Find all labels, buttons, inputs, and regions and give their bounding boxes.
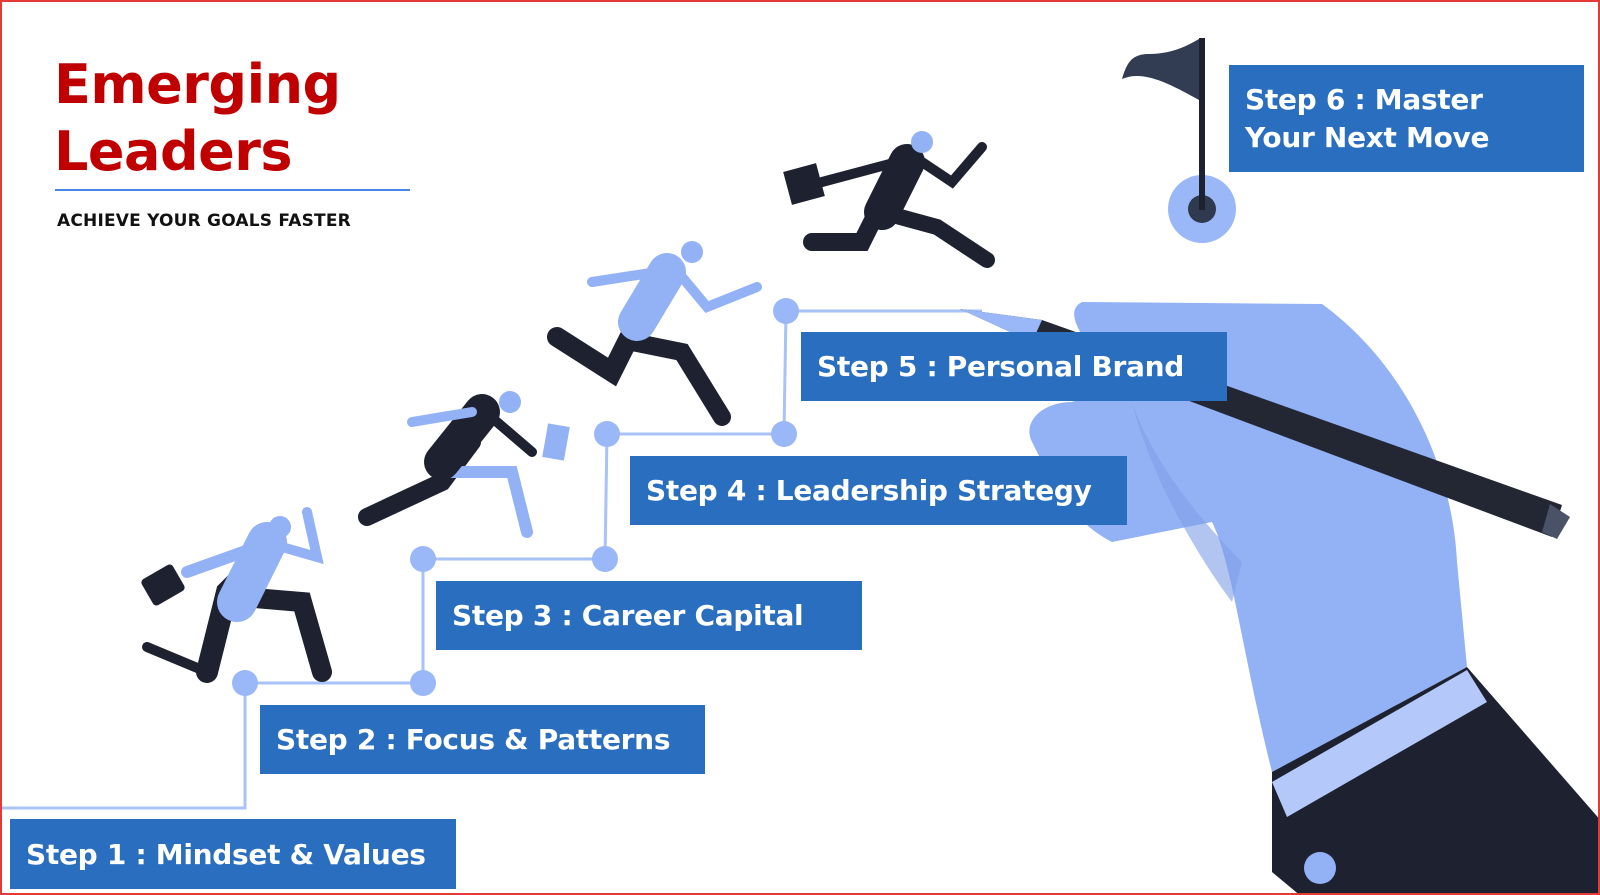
path-node (410, 670, 436, 696)
step-6-line-1: Step 6 : Master (1245, 82, 1483, 116)
flag-icon (1122, 38, 1236, 243)
path-node (232, 670, 258, 696)
step-3-box: Step 3 : Career Capital (436, 581, 862, 650)
tagline: ACHIEVE YOUR GOALS FASTER (57, 211, 351, 231)
title-line-1: Emerging (54, 53, 341, 116)
title-line-2: Leaders (54, 120, 293, 183)
runner-4 (783, 131, 995, 268)
step-2-box: Step 2 : Focus & Patterns (260, 705, 705, 774)
step-1-box: Step 1 : Mindset & Values (10, 819, 456, 889)
step-5-box: Step 5 : Personal Brand (801, 332, 1227, 401)
path-node (594, 421, 620, 447)
path-node (592, 546, 618, 572)
staircase-path (2, 309, 982, 810)
step-6-line-2: Your Next Move (1245, 120, 1490, 154)
runner-2 (358, 391, 570, 538)
path-node (410, 546, 436, 572)
path-nodes (232, 298, 799, 696)
step-6-box: Step 6 : Master Your Next Move (1229, 65, 1584, 172)
step-4-box: Step 4 : Leadership Strategy (630, 456, 1127, 525)
path-node (771, 421, 797, 447)
runner-3 (547, 241, 762, 426)
runner-1 (141, 507, 332, 683)
path-node (773, 298, 799, 324)
title-divider (55, 189, 410, 191)
